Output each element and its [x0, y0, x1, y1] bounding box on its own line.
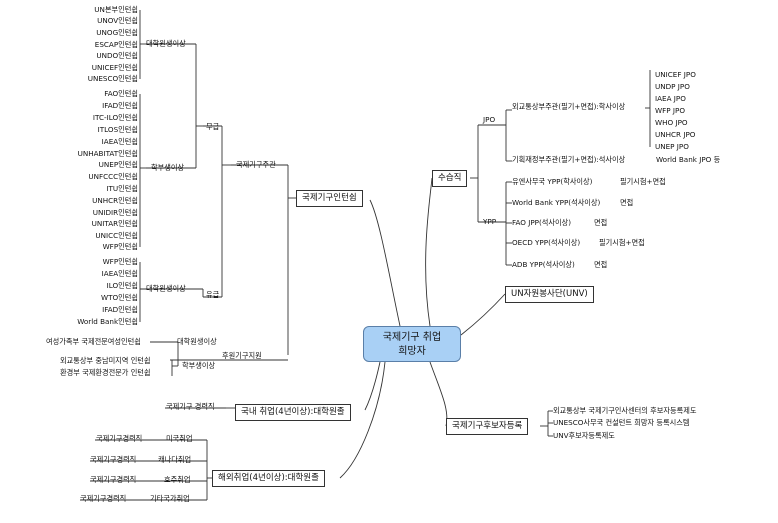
list-item[interactable]: 여성가족부 국제전문여성인턴쉽 [46, 337, 141, 346]
connector-central-trainee [425, 177, 433, 327]
gov-undergrad-label: 학부생이상 [182, 361, 216, 370]
central-line-1: 국제기구 취업 [382, 332, 442, 343]
list-item-method: 면접 [620, 198, 634, 207]
list-item-method: 필기시험+면접 [620, 177, 666, 186]
list-item[interactable]: UNHCR JPO [655, 130, 696, 139]
list-item[interactable]: WFP인턴쉽 [102, 257, 138, 266]
unpaid-undergrad-label: 학부생이상 [151, 163, 185, 172]
paid-grad-label: 대학원생이상 [146, 284, 186, 293]
list-item[interactable]: FAO JPP(석사이상) [512, 218, 572, 227]
list-item[interactable]: ITLOS인턴쉽 [97, 125, 138, 134]
trainee-node[interactable]: 수습직 [432, 170, 468, 187]
list-item-method: 필기시험+면접 [599, 238, 645, 247]
list-item[interactable]: UNICC인턴쉽 [95, 231, 138, 240]
list-item[interactable]: UNHABITAT인턴쉽 [77, 149, 138, 158]
list-item[interactable]: IAEA JPO [655, 94, 686, 103]
jpo-mofa-label: 외교통상부주관(필기+면접):학사이상 [512, 102, 626, 111]
list-item[interactable]: WFP JPO [655, 106, 685, 115]
internship-node[interactable]: 국제기구인턴쉽 [296, 190, 363, 207]
overseas-node[interactable]: 해외취업(4년이상):대학원졸 [212, 470, 325, 487]
list-item[interactable]: UNOG인턴쉽 [96, 28, 138, 37]
list-item[interactable]: UNESCO사무국 컨설턴트 희망자 등록시스템 [553, 418, 690, 427]
unpaid-label: 무급 [206, 122, 220, 131]
paid-label: 유급 [206, 290, 220, 299]
list-item[interactable]: ITU인턴쉽 [106, 184, 138, 193]
list-item[interactable]: WHO JPO [655, 118, 688, 127]
list-item[interactable]: IFAD인턴쉽 [102, 305, 138, 314]
list-item[interactable]: UNDP JPO [655, 82, 690, 91]
list-item[interactable]: UNICEF JPO [655, 70, 696, 79]
list-item-place: 기타국가취업 [150, 494, 190, 503]
list-item-method: 면접 [594, 260, 608, 269]
list-item[interactable]: WFP인턴쉽 [102, 242, 138, 251]
list-item-place: 미국취업 [166, 434, 193, 443]
list-item[interactable]: 외교통상부 국제기구인사센터의 후보자등록제도 [553, 406, 697, 415]
connector-central-unv [460, 293, 506, 336]
central-line-2: 희망자 [398, 346, 426, 357]
list-item-place: 캐나다취업 [158, 455, 192, 464]
list-item[interactable]: WTO인턴쉽 [101, 293, 138, 302]
list-item[interactable]: UNHCR인턴쉽 [92, 196, 138, 205]
list-item[interactable]: UNICEF인턴쉽 [91, 63, 138, 72]
list-item[interactable]: 국제기구경력직 [90, 475, 137, 484]
list-item[interactable]: ESCAP인턴쉽 [94, 40, 138, 49]
list-item[interactable]: World Bank인턴쉽 [77, 317, 138, 326]
list-item[interactable]: UNIDIR인턴쉽 [92, 208, 138, 217]
central-node[interactable]: 국제기구 취업 희망자 [363, 326, 461, 362]
list-item[interactable]: UNESCO인턴쉽 [87, 74, 138, 83]
list-item[interactable]: UNFCCC인턴쉽 [88, 172, 138, 181]
domestic-node[interactable]: 국내 취업(4년이상):대학원졸 [235, 404, 351, 421]
list-item[interactable]: UNOV인턴쉽 [97, 16, 138, 25]
list-item[interactable]: 국제기구경력직 [80, 494, 127, 503]
list-item[interactable]: IFAD인턴쉽 [102, 101, 138, 110]
list-item[interactable]: OECD YPP(석사이상) [512, 238, 581, 247]
connector-central-overseas [339, 361, 386, 479]
jpo-label: JPO [483, 115, 496, 124]
list-item[interactable]: UNEP인턴쉽 [98, 160, 138, 169]
list-item[interactable]: ITC-ILO인턴쉽 [92, 113, 138, 122]
unpaid-grad-label: 대학원생이상 [146, 39, 186, 48]
list-item[interactable]: 국제기구경력직 [96, 434, 143, 443]
list-item[interactable]: IAEA인턴쉽 [101, 137, 138, 146]
list-item[interactable]: FAO인턴쉽 [104, 89, 138, 98]
list-item[interactable]: IAEA인턴쉽 [101, 269, 138, 278]
list-item[interactable]: ILO인턴쉽 [106, 281, 138, 290]
list-item[interactable]: UN본부인턴쉽 [94, 5, 138, 14]
list-item-method: 면접 [594, 218, 608, 227]
list-item-place: 호주취업 [164, 475, 191, 484]
connector-central-domestic [364, 361, 381, 411]
list-item[interactable]: UNITAR인턴쉽 [91, 219, 138, 228]
list-item[interactable]: UNDO인턴쉽 [96, 51, 138, 60]
list-item[interactable]: 외교통상부 중남미지역 인턴쉽 [60, 356, 151, 365]
list-item[interactable]: 환경부 국제환경전문가 인턴쉽 [60, 368, 151, 377]
list-item[interactable]: 국제기구경력직 [90, 455, 137, 464]
list-item[interactable]: 유엔사무국 YPP(학사이상) [512, 177, 593, 186]
unv-node[interactable]: UN자원봉사단(UNV) [505, 286, 594, 303]
roster-node[interactable]: 국제기구후보자등록 [446, 418, 529, 435]
list-item[interactable]: UNEP JPO [655, 142, 689, 151]
list-item[interactable]: ADB YPP(석사이상) [512, 260, 575, 269]
jpo-mosf-label: 기획재정부주관(필기+면접):석사이상 [512, 155, 626, 164]
connector-central-internship [369, 199, 401, 327]
list-item[interactable]: UNV후보자등록제도 [553, 431, 615, 440]
ypp-label: YPP [483, 217, 497, 226]
gov-grad-label: 대학원생이상 [177, 337, 217, 346]
paid-host-label: 국제기구주관 [236, 160, 276, 169]
gov-sponsor-label: 후원기구지원 [222, 351, 262, 360]
list-item[interactable]: World Bank YPP(석사이상) [512, 198, 601, 207]
list-item[interactable]: 국제기구 경력직 [166, 402, 215, 411]
list-item[interactable]: World Bank JPO 등 [656, 155, 721, 164]
connector-central-roster [429, 361, 448, 427]
